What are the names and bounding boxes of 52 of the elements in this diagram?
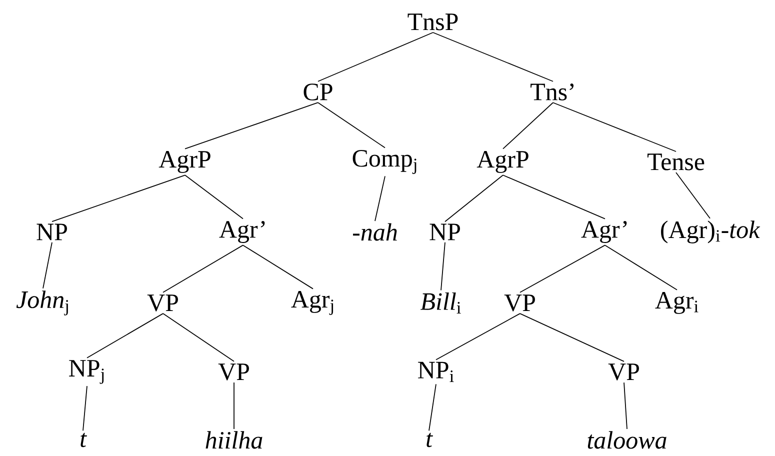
- word-label: taloowa: [588, 431, 666, 449]
- branch-line: [624, 382, 628, 430]
- branch-line: [676, 172, 710, 219]
- category-label: VP: [608, 364, 639, 380]
- branch-line: [318, 32, 434, 82]
- category-label: Tense: [647, 154, 704, 170]
- branch-line: [502, 102, 554, 150]
- branch-line: [552, 102, 676, 152]
- branch-line: [520, 244, 606, 293]
- branch-line: [374, 176, 386, 222]
- branch-line: [604, 244, 678, 290]
- category-label: NP$_{j}$: [69, 360, 104, 384]
- word-label: -nah: [353, 223, 397, 241]
- branch-line: [86, 313, 164, 358]
- category-label: Agr’: [581, 220, 627, 243]
- branch-line: [436, 313, 520, 360]
- category-label: (Agr)$_{i}$-tok: [661, 220, 760, 244]
- branch-line: [82, 386, 88, 432]
- branch-line: [520, 313, 624, 362]
- branch-line: [242, 244, 314, 290]
- category-label: CP: [304, 84, 332, 100]
- branch-line: [432, 32, 554, 82]
- branch-line: [428, 384, 436, 432]
- category-label: Tns’: [530, 84, 574, 100]
- category-label: NP$_{i}$: [418, 362, 454, 382]
- word-label: hiilha: [206, 431, 262, 449]
- category-label: Agr’: [219, 220, 265, 243]
- branch-line: [184, 102, 318, 150]
- category-label: NP: [430, 224, 460, 240]
- category-label: Agr$_{i}$: [655, 292, 698, 314]
- branch-line: [444, 174, 504, 222]
- category-label: John$_{j}$: [16, 290, 68, 316]
- branch-line: [440, 242, 446, 291]
- word-label: t: [80, 432, 87, 448]
- branch-line: [184, 174, 244, 220]
- branch-line: [52, 174, 186, 222]
- category-label: VP: [218, 364, 249, 380]
- branch-line: [42, 242, 52, 289]
- category-label: AgrP: [158, 151, 210, 173]
- category-label: Bill$_{i}$: [420, 292, 461, 314]
- category-label: Comp$_{j}$: [352, 150, 416, 174]
- branch-line: [502, 174, 606, 220]
- branch-line: [162, 313, 234, 362]
- branch-line: [318, 102, 386, 148]
- category-label: VP: [504, 294, 535, 312]
- branch-line: [162, 244, 244, 293]
- category-label: VP: [147, 294, 178, 312]
- category-label: Agr$_{j}$: [291, 291, 334, 315]
- word-label: t: [426, 432, 433, 448]
- category-label: AgrP: [476, 151, 528, 173]
- category-label: TnsP: [408, 14, 458, 30]
- category-label: NP: [36, 224, 67, 240]
